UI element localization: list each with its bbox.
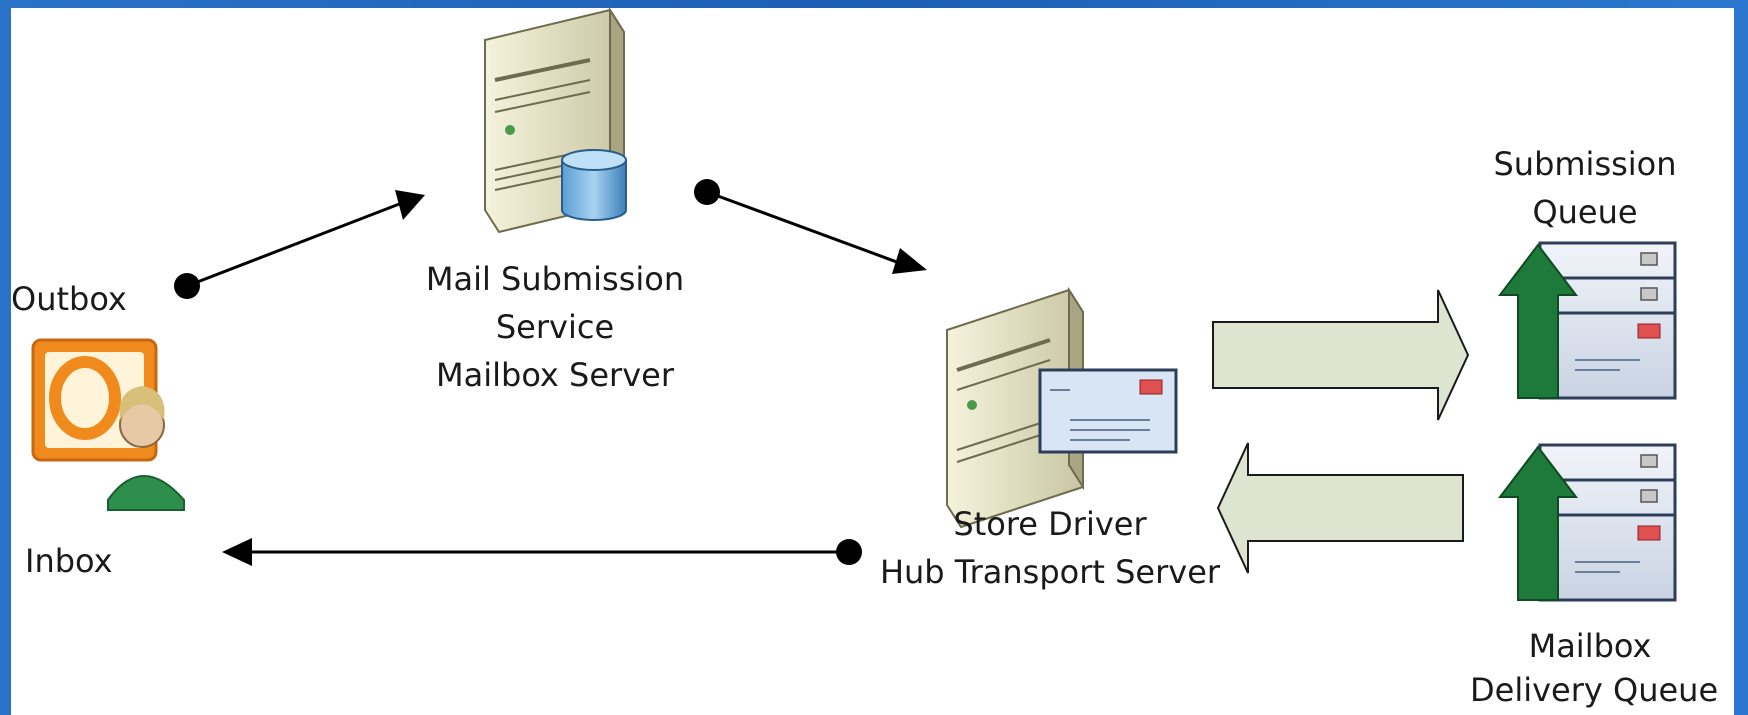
server-envelope-icon xyxy=(946,286,1178,529)
block-arrow-from-delivery-queue xyxy=(1216,442,1464,574)
mail-submission-label-line1: Mail Submission xyxy=(425,260,685,298)
delivery-queue-label-line2: Delivery Queue xyxy=(1470,671,1719,709)
arrow-hub-to-inbox xyxy=(222,538,862,566)
arrow-outbox-to-mailbox-server xyxy=(174,190,425,299)
mail-submission-label-line3: Mailbox Server xyxy=(436,356,674,394)
submission-queue-label-line1: Submission xyxy=(1493,145,1677,183)
store-driver-label-line2: Hub Transport Server xyxy=(879,553,1221,591)
server-database-icon xyxy=(484,6,627,234)
inbox-label: Inbox xyxy=(25,542,113,580)
mail-submission-label-line2: Service xyxy=(495,308,615,346)
outbox-label: Outbox xyxy=(11,280,127,318)
arrow-mailbox-server-to-hub xyxy=(694,179,927,274)
submission-queue-label-line2: Queue xyxy=(1532,193,1638,231)
delivery-queue-icon xyxy=(1497,443,1677,602)
submission-queue-icon xyxy=(1497,241,1677,400)
block-arrow-to-submission-queue xyxy=(1212,289,1470,421)
store-driver-label-line1: Store Driver xyxy=(953,505,1147,543)
outlook-user-icon xyxy=(31,338,185,511)
delivery-queue-label-line1: Mailbox xyxy=(1528,627,1652,665)
